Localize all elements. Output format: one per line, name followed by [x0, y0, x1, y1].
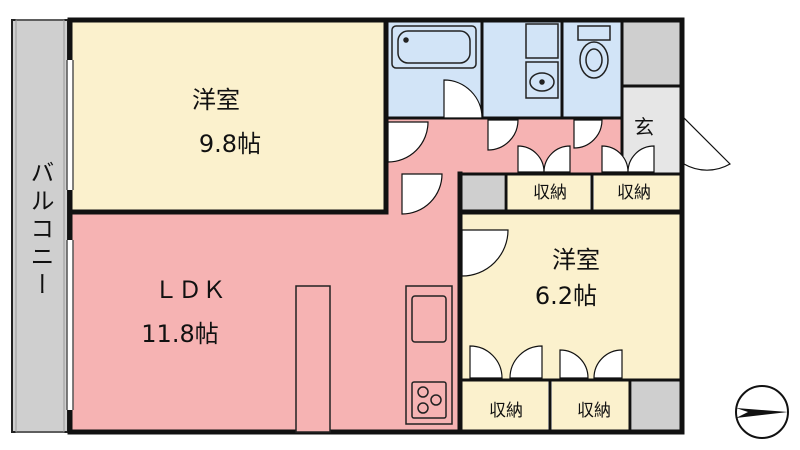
closet-top-right-floor: [594, 174, 682, 210]
doors: [387, 79, 731, 379]
ldk-name: ＬＤＫ: [154, 276, 226, 304]
washbasin-icon: [525, 23, 559, 99]
closet-bottom-right-floor: [552, 380, 630, 432]
western-room-1-floor: [70, 20, 386, 212]
closet-bottom-left-label: 収納: [489, 401, 523, 421]
bathtub-icon: [391, 25, 477, 69]
pipe-shaft-bottom: [632, 380, 682, 432]
balcony-area: [11, 19, 69, 433]
balcony: [11, 19, 69, 433]
stove-icon: [411, 381, 447, 419]
toilet-icon: [577, 25, 611, 79]
closet-bottom-right-label: 収納: [577, 401, 611, 421]
entrance-label: 玄: [634, 115, 654, 139]
western-room-1-size: 9.8帖: [199, 130, 261, 158]
kitchen-island: [295, 285, 331, 433]
pipe-shaft-top: [622, 20, 682, 86]
pipe-shaft-mid: [462, 174, 504, 210]
balcony-label: バルコニー: [26, 160, 54, 300]
ldk-size: 11.8帖: [141, 320, 218, 348]
kitchen-counter: [405, 285, 453, 425]
western-room-2-name: 洋室: [552, 246, 600, 274]
north-arrow-icon: [735, 385, 789, 439]
closet-top-left-floor: [506, 174, 590, 210]
kitchen-sink-icon: [411, 295, 447, 343]
western-room-1-name: 洋室: [192, 86, 240, 114]
walls: [67, 17, 685, 435]
windows: [66, 60, 74, 410]
closet-top-left-label: 収納: [533, 183, 567, 203]
closet-bottom-left-floor: [462, 380, 548, 432]
ldk-floor: [70, 212, 460, 432]
western-room-2-size: 6.2帖: [535, 282, 597, 310]
closet-top-right-label: 収納: [617, 183, 651, 203]
